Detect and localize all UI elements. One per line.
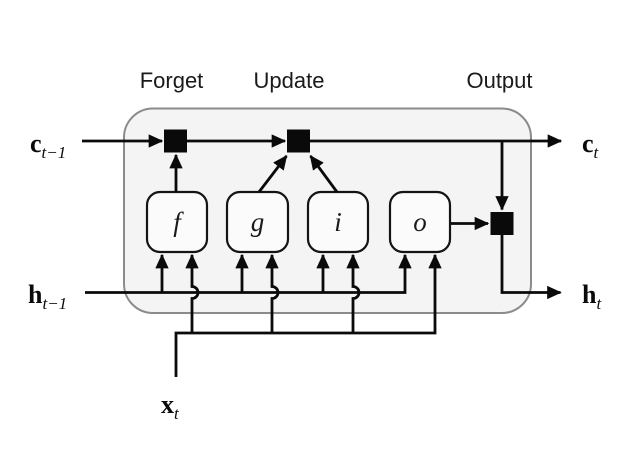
x-input-bus xyxy=(174,253,442,377)
x-to-f-arrow xyxy=(185,253,200,333)
gate-box-g xyxy=(225,190,290,254)
gate-box-i xyxy=(306,190,370,254)
gate-label-f: f xyxy=(173,207,184,237)
stage-label-output: Output xyxy=(466,68,532,93)
stage-label-update: Update xyxy=(254,68,325,93)
h-line xyxy=(85,253,412,294)
x-to-i-arrow xyxy=(346,253,361,333)
label-c-prev: ct−1 xyxy=(30,129,66,162)
gate-label-i: i xyxy=(334,207,342,237)
stage-label-forget: Forget xyxy=(140,68,204,93)
label-c-next: ct xyxy=(582,129,600,162)
gate-label-o: o xyxy=(413,207,427,237)
label-h-prev: ht−1 xyxy=(28,280,67,313)
output-product-node xyxy=(490,212,514,235)
gate-label-g: g xyxy=(251,207,265,237)
label-x-input: xt xyxy=(161,390,180,423)
update-sum-node xyxy=(287,129,310,153)
g-to-update-node-arrow xyxy=(257,155,288,193)
label-h-next: ht xyxy=(582,280,602,313)
gate-box-o xyxy=(388,190,452,254)
h-out-line xyxy=(500,235,562,300)
forget-product-node xyxy=(164,129,187,153)
i-to-update-node-arrow xyxy=(309,155,339,193)
x-to-g-arrow xyxy=(265,253,280,333)
